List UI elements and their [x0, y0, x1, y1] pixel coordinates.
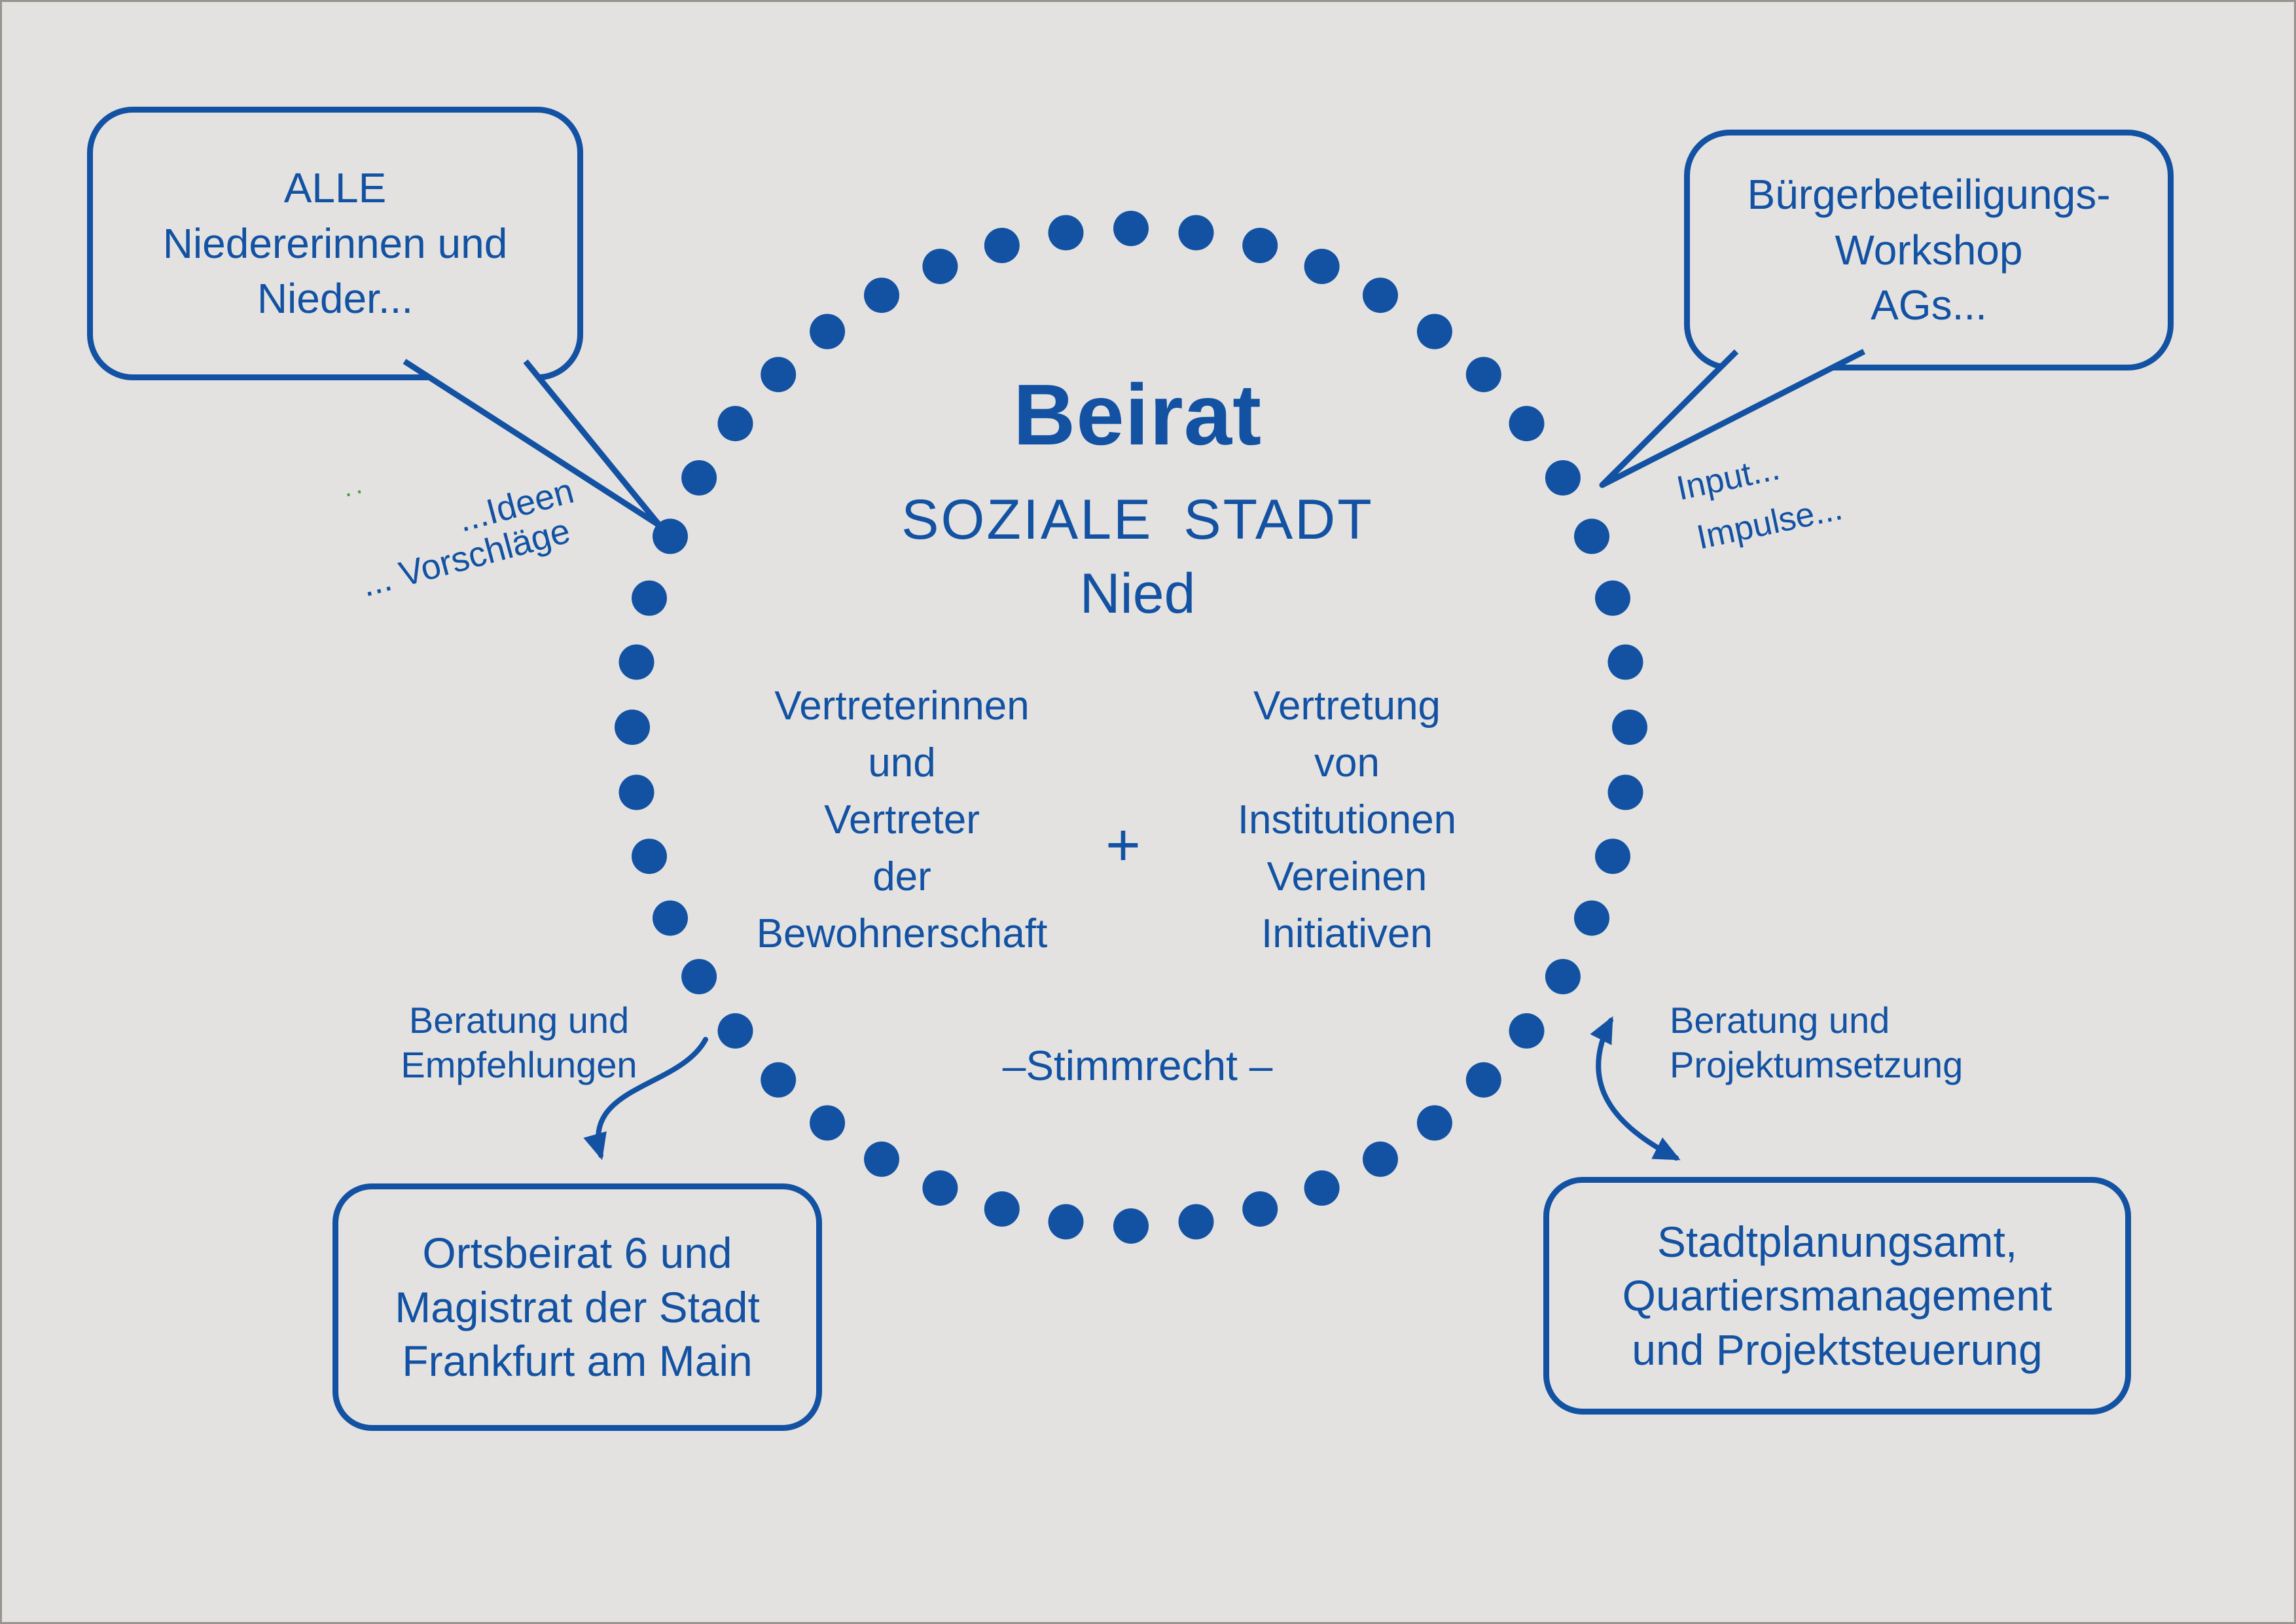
members-left-line: und: [868, 740, 936, 785]
projektumsetzung-double-arrow: [1590, 1016, 1681, 1161]
members-right-column: Vertretung von Institutionen Vereinen In…: [1238, 677, 1456, 962]
box-stadtplanungsamt-line: und Projektsteuerung: [1632, 1325, 2043, 1374]
diagram-subtitle-district: Nied: [1079, 562, 1196, 625]
speech-bubble-workshop: Bürgerbeteiligungs- Workshop AGs...: [1684, 130, 2174, 370]
members-right-line: Initiativen: [1261, 911, 1433, 956]
members-left-line: Vertreter: [824, 797, 980, 842]
speech-bubble-residents-line: Niedererinnen und: [162, 219, 508, 267]
speech-bubble-workshop-line: Bürgerbeteiligungs-: [1747, 171, 2111, 219]
label-beratung-empfehlungen-line: Empfehlungen: [401, 1044, 637, 1086]
members-right-line: Vereinen: [1266, 854, 1427, 899]
speech-bubble-workshop-line: AGs...: [1871, 281, 1987, 329]
label-beratung-empfehlungen: Beratung und Empfehlungen: [391, 998, 647, 1088]
speech-bubble-residents-line: Nieder...: [257, 275, 414, 323]
speech-bubble-residents-line: ALLE: [283, 164, 387, 212]
box-ortsbeirat-line: Ortsbeirat 6 und: [422, 1229, 732, 1278]
members-left-line: Vertreterinnen: [774, 683, 1030, 729]
box-stadtplanungsamt-line: Stadtplanungsamt,: [1657, 1217, 2018, 1266]
plus-sign: +: [1105, 812, 1141, 878]
box-ortsbeirat-line: Frankfurt am Main: [402, 1337, 753, 1386]
label-input: Input...: [1673, 449, 1784, 508]
members-left-column: Vertreterinnen und Vertreter der Bewohne…: [757, 677, 1048, 962]
voting-right-note: –Stimmrecht –: [1002, 1042, 1273, 1089]
diagram-subtitle: SOZIALE STADT: [901, 488, 1374, 551]
members-right-line: Vertretung: [1253, 683, 1441, 729]
members-left-line: Bewohnerschaft: [756, 911, 1048, 956]
members-right-line: von: [1314, 740, 1380, 785]
label-beratung-empfehlungen-line: Beratung und: [408, 1000, 630, 1041]
box-stadtplanungsamt-line: Quartiersmanagement: [1622, 1271, 2053, 1320]
speech-bubble-workshop-line: Workshop: [1835, 226, 2023, 274]
speech-bubble-residents: ALLE Niedererinnen und Nieder...: [87, 107, 583, 380]
label-beratung-projektumsetzung: Beratung und Projektumsetzung: [1670, 998, 2010, 1088]
label-beratung-projektumsetzung-line: Projektumsetzung: [1670, 1044, 1964, 1086]
green-mark: ··: [340, 475, 370, 509]
box-ortsbeirat-line: Magistrat der Stadt: [395, 1282, 760, 1331]
box-ortsbeirat-magistrat: Ortsbeirat 6 und Magistrat der Stadt Fra…: [332, 1183, 822, 1431]
box-stadtplanungsamt: Stadtplanungsamt, Quartiersmanagement un…: [1543, 1177, 2131, 1415]
members-right-line: Institutionen: [1237, 797, 1457, 842]
members-left-line: der: [872, 854, 931, 899]
diagram-title: Beirat: [1013, 367, 1263, 463]
label-beratung-projektumsetzung-line: Beratung und: [1670, 1000, 1890, 1041]
